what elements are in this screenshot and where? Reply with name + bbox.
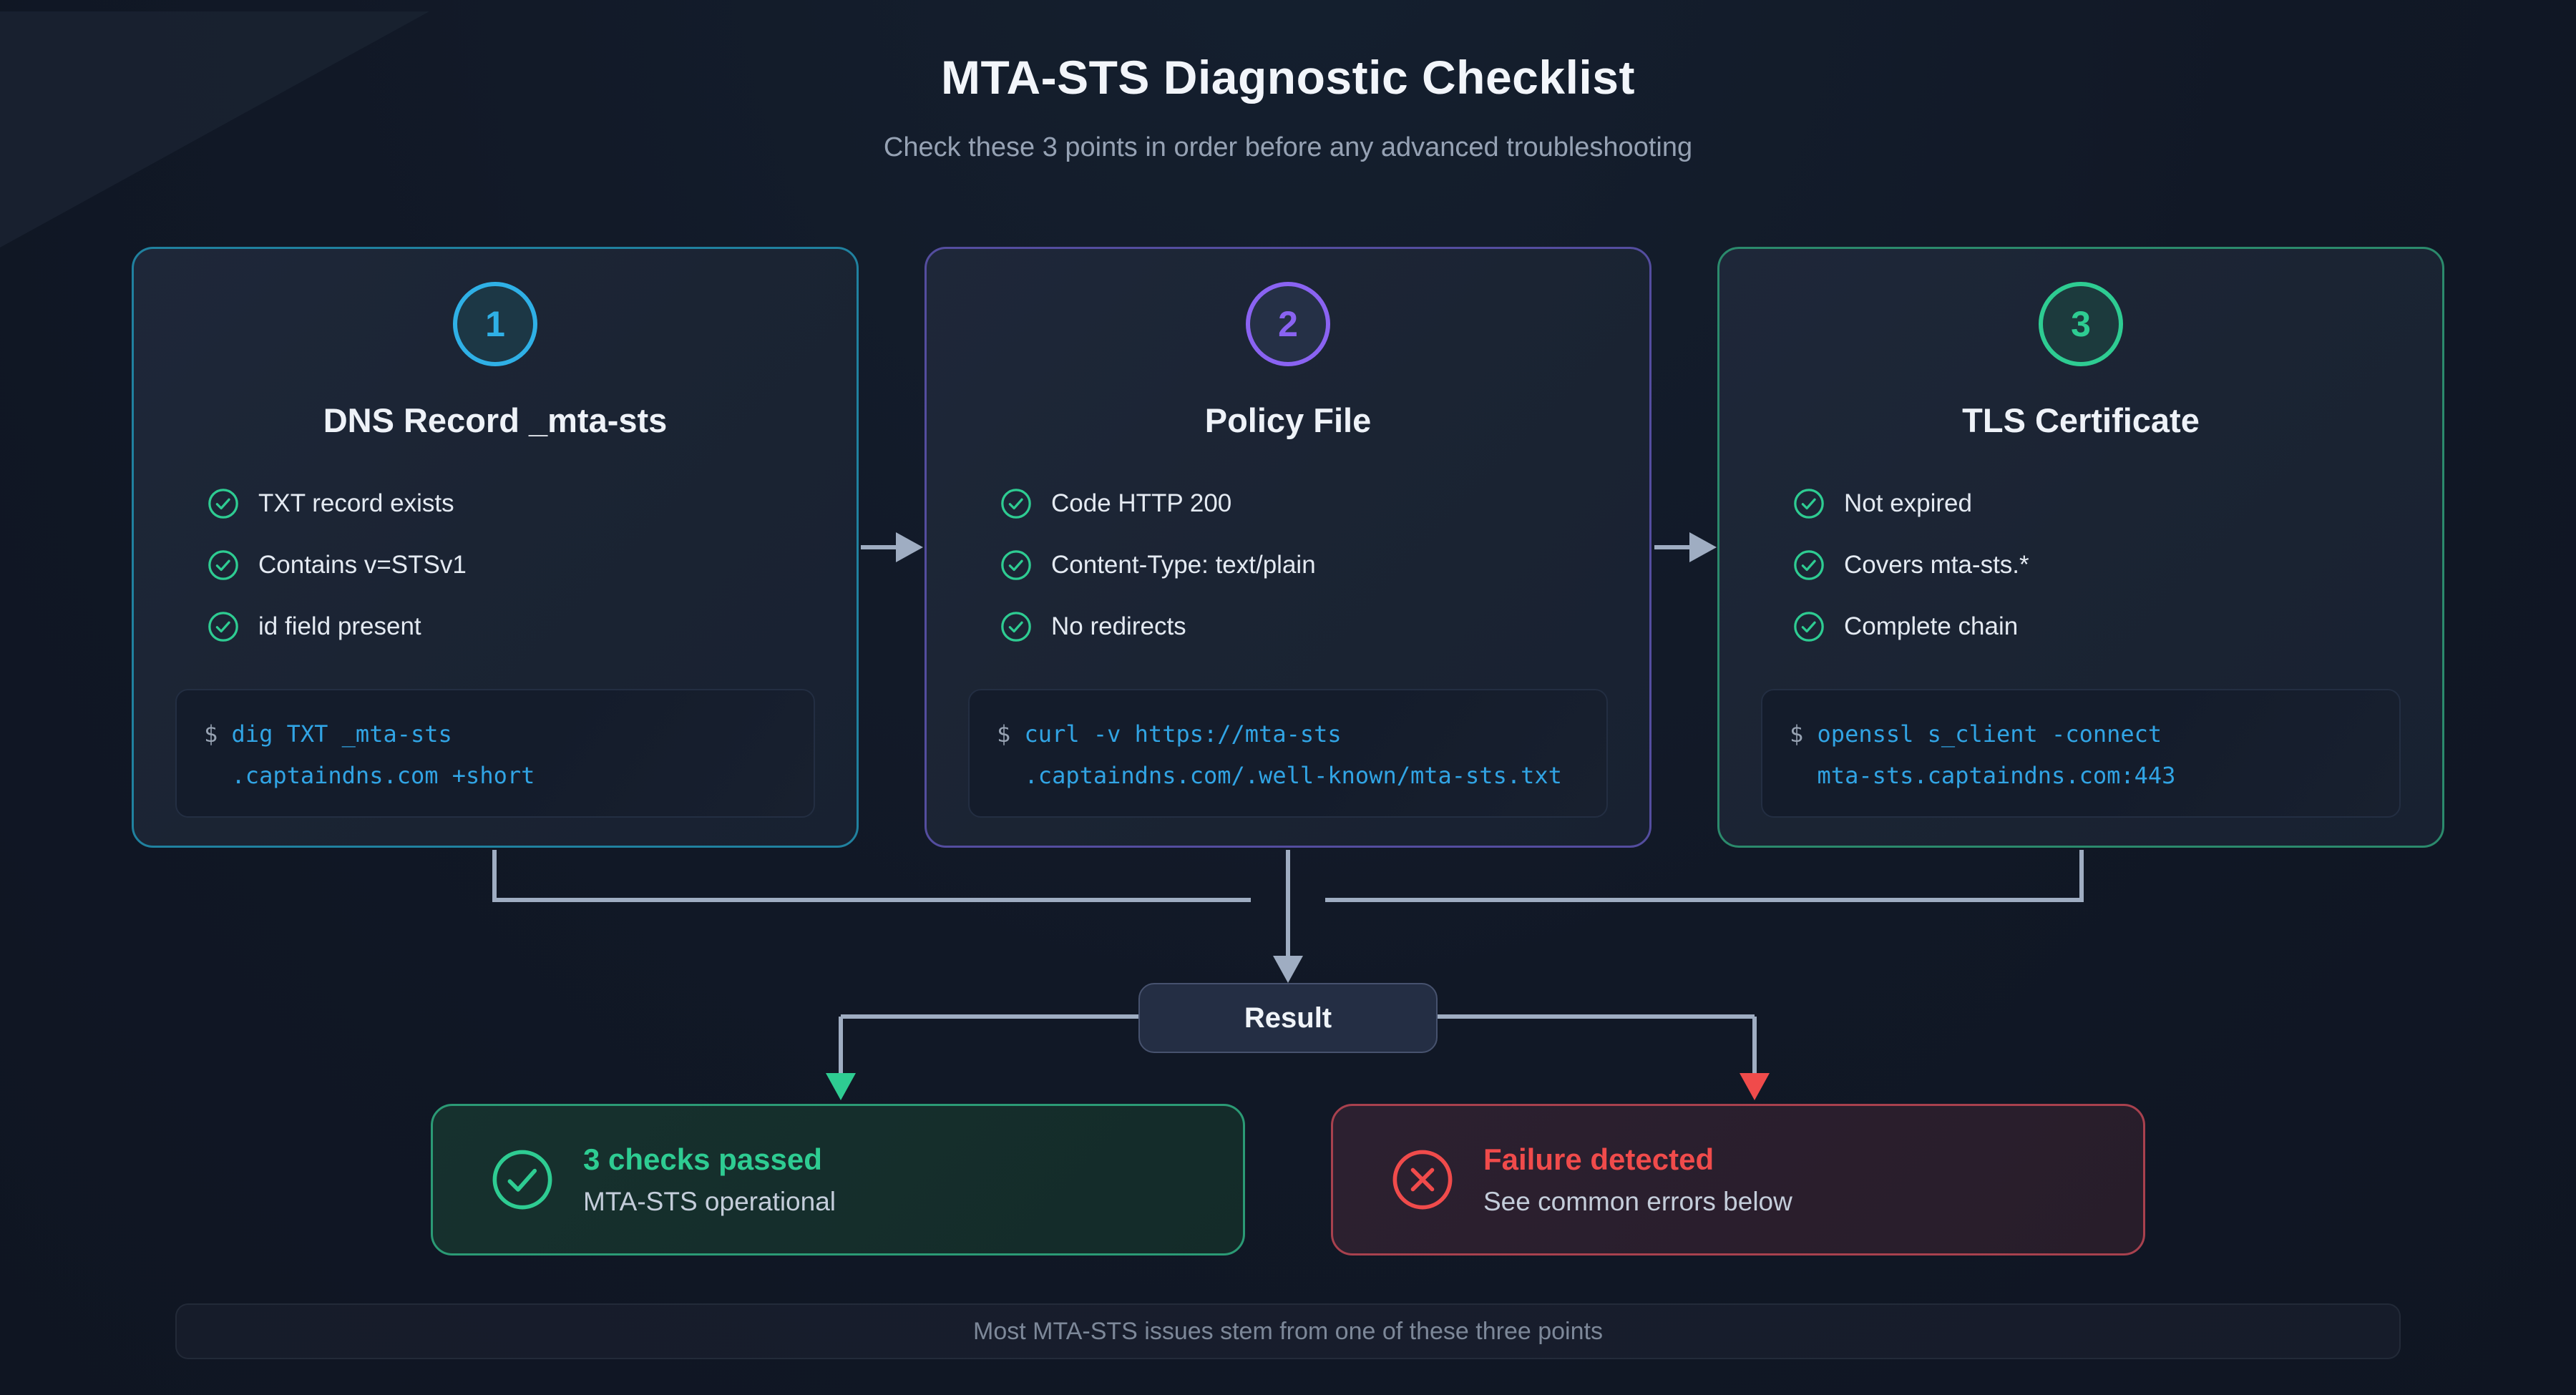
- command-text: .captaindns.com/.well-known/mta-sts.txt: [1024, 762, 1562, 789]
- outcome-failure-box: Failure detected See common errors below: [1331, 1104, 2145, 1256]
- connector-card1-merge: [492, 850, 1251, 902]
- check-item-label: Contains v=STSv1: [258, 551, 467, 579]
- check-circle-icon: [1001, 550, 1031, 580]
- arrowhead-down-icon: [1273, 956, 1303, 983]
- page-subtitle: Check these 3 points in order before any…: [883, 132, 1693, 162]
- check-item-label: Covers mta-sts.*: [1844, 551, 2029, 579]
- command-text: openssl s_client -connect: [1817, 720, 2162, 748]
- check-item-label: Code HTTP 200: [1051, 489, 1232, 517]
- outcome-subtitle: See common errors below: [1483, 1187, 1792, 1216]
- check-item: Covers mta-sts.*: [1792, 547, 2399, 583]
- terminal-command-block: $ curl -v https://mta-sts .captaindns.co…: [968, 689, 1608, 818]
- arrowhead-success-icon: [826, 1073, 856, 1100]
- step-number-badge: 1: [453, 282, 537, 366]
- check-circle-icon: [208, 612, 238, 642]
- check-list: TXT record exists Contains v=STSv1 id fi…: [177, 486, 814, 670]
- check-item: Complete chain: [1792, 609, 2399, 645]
- footer-note: Most MTA-STS issues stem from one of the…: [175, 1303, 2401, 1359]
- check-circle-icon: [1794, 489, 1824, 519]
- check-item: id field present: [207, 609, 814, 645]
- check-circle-icon: [1001, 612, 1031, 642]
- connector-card3-merge: [1325, 850, 2084, 902]
- check-item: Contains v=STSv1: [207, 547, 814, 583]
- card-policy-file: 2 Policy File Code HTTP 200 Content-Type…: [924, 247, 1652, 848]
- check-list: Not expired Covers mta-sts.* Complete ch…: [1762, 486, 2399, 670]
- checklist-cards-row: 1 DNS Record _mta-sts TXT record exists …: [132, 247, 2444, 848]
- outcome-subtitle: MTA-STS operational: [583, 1187, 836, 1216]
- outcome-success-box: 3 checks passed MTA-STS operational: [431, 1104, 1245, 1256]
- check-item: No redirects: [1000, 609, 1606, 645]
- card-title: TLS Certificate: [1962, 401, 2200, 439]
- outcome-title: 3 checks passed: [583, 1142, 822, 1176]
- check-circle-icon: [208, 489, 238, 519]
- shell-prompt: $: [997, 720, 1011, 748]
- command-text: dig TXT _mta-sts: [231, 720, 452, 748]
- card-title: DNS Record _mta-sts: [323, 401, 668, 439]
- command-text: curl -v https://mta-sts: [1024, 720, 1342, 748]
- check-item-label: id field present: [258, 612, 421, 640]
- success-check-icon: [492, 1150, 552, 1210]
- failure-x-icon: [1392, 1150, 1453, 1210]
- check-item-label: Not expired: [1844, 489, 1972, 517]
- check-item-label: Complete chain: [1844, 612, 2019, 640]
- card-tls-certificate: 3 TLS Certificate Not expired Covers mta…: [1717, 247, 2444, 848]
- check-item-label: Content-Type: text/plain: [1051, 551, 1316, 579]
- check-circle-icon: [1001, 489, 1031, 519]
- outcome-title: Failure detected: [1483, 1142, 1714, 1176]
- command-text: mta-sts.captaindns.com:443: [1817, 762, 2176, 789]
- terminal-command-block: $ openssl s_client -connect mta-sts.capt…: [1761, 689, 2401, 818]
- check-list: Code HTTP 200 Content-Type: text/plain N…: [970, 486, 1606, 670]
- step-number-badge: 2: [1246, 282, 1330, 366]
- page-title: MTA-STS Diagnostic Checklist: [941, 51, 1635, 104]
- check-item-label: TXT record exists: [258, 489, 454, 517]
- check-circle-icon: [208, 550, 238, 580]
- check-item: Content-Type: text/plain: [1000, 547, 1606, 583]
- check-item-label: No redirects: [1051, 612, 1186, 640]
- card-title: Policy File: [1204, 401, 1372, 439]
- check-item: Not expired: [1792, 486, 2399, 522]
- card-dns-record: 1 DNS Record _mta-sts TXT record exists …: [132, 247, 859, 848]
- check-item: Code HTTP 200: [1000, 486, 1606, 522]
- check-circle-icon: [1794, 550, 1824, 580]
- step-number-badge: 3: [2039, 282, 2123, 366]
- command-text: .captaindns.com +short: [231, 762, 535, 789]
- corner-decoration: [0, 11, 429, 248]
- shell-prompt: $: [204, 720, 218, 748]
- check-item: TXT record exists: [207, 486, 814, 522]
- result-node: Result: [1138, 983, 1438, 1053]
- terminal-command-block: $ dig TXT _mta-sts .captaindns.com +shor…: [175, 689, 815, 818]
- shell-prompt: $: [1790, 720, 1804, 748]
- arrowhead-failure-icon: [1740, 1073, 1770, 1100]
- check-circle-icon: [1794, 612, 1824, 642]
